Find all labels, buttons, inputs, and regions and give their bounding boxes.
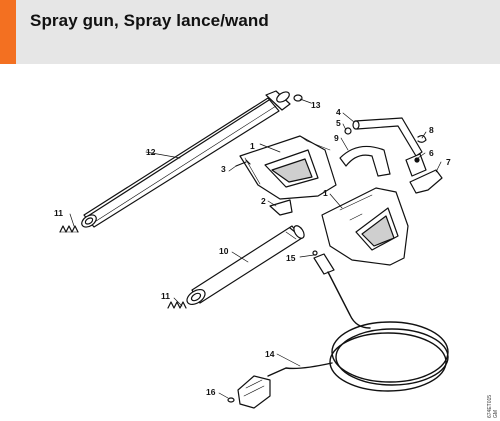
callout-14: 14 <box>265 349 275 359</box>
valve-connector-part <box>405 153 427 177</box>
spray-lance-part <box>81 90 291 228</box>
header-accent-bar <box>0 0 16 64</box>
nut-o-ring-part <box>227 397 235 403</box>
o-ring-part <box>293 94 303 102</box>
gun-body-part <box>321 187 409 266</box>
high-pressure-hose-part <box>267 271 449 392</box>
callout-7: 7 <box>446 157 451 167</box>
callout-16: 16 <box>206 387 216 397</box>
page-title: Spray gun, Spray lance/wand <box>30 11 269 30</box>
callout-8: 8 <box>429 125 434 135</box>
callout-15: 15 <box>286 253 296 263</box>
figure-reference-code: 674ET015 GM <box>487 394 499 418</box>
trigger-guard-part <box>339 145 391 177</box>
spring-part <box>59 225 79 233</box>
screw-part <box>235 159 251 167</box>
coupling-part <box>409 169 443 194</box>
callout-12: 12 <box>146 147 156 157</box>
trigger-lock-part <box>269 199 293 216</box>
section-header: Spray gun, Spray lance/wand <box>0 0 500 64</box>
callout-5: 5 <box>336 118 341 128</box>
small-o-ring-part <box>344 127 352 135</box>
callout-11-lower: 11 <box>161 291 170 301</box>
callout-4: 4 <box>336 107 341 117</box>
hose-nut-part <box>237 375 271 409</box>
callout-6: 6 <box>429 148 434 158</box>
extension-tube-part <box>186 225 305 306</box>
gun-housing-half-part <box>239 135 337 200</box>
hose-fitting-part <box>312 250 335 275</box>
callout-10: 10 <box>219 246 229 256</box>
callout-2: 2 <box>261 196 266 206</box>
callout-13: 13 <box>311 100 321 110</box>
callout-3: 3 <box>221 164 226 174</box>
callout-9: 9 <box>334 133 339 143</box>
callout-11-upper: 11 <box>54 208 63 218</box>
spring-part-lower <box>167 301 187 309</box>
clip-part <box>417 134 427 143</box>
callout-1-upper: 1 <box>250 141 255 151</box>
callout-1-lower: 1 <box>323 188 328 198</box>
